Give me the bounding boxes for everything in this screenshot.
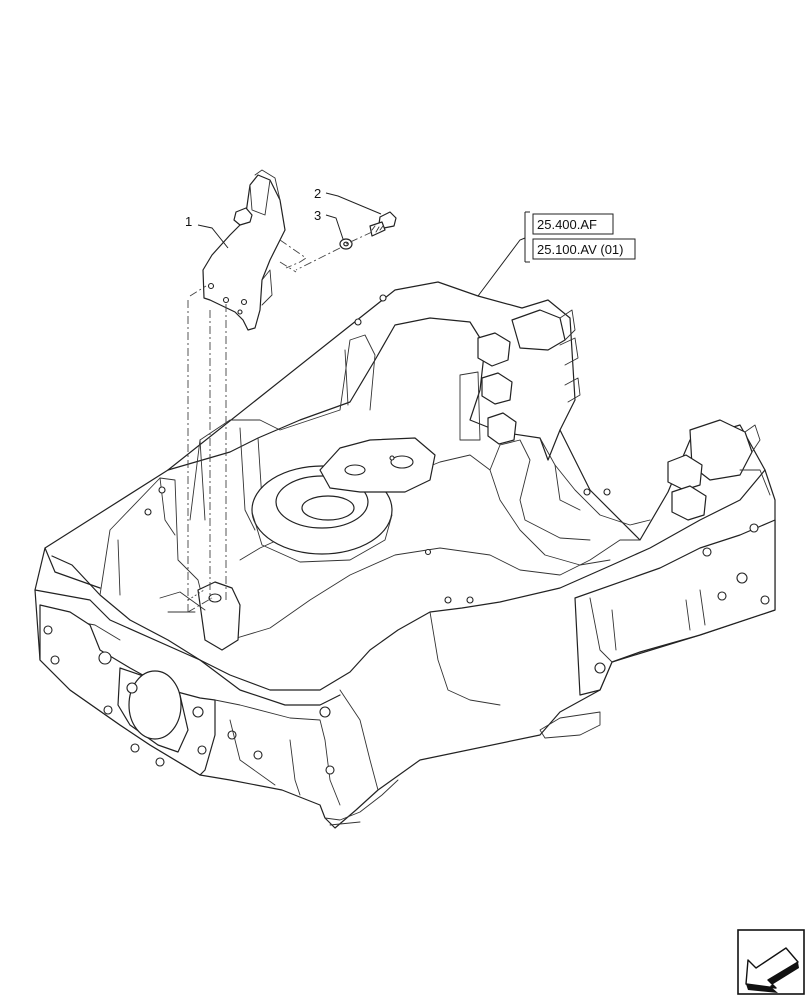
callout-3: 3	[314, 208, 321, 223]
view-direction-arrow-icon	[737, 929, 805, 995]
rear-upper-boss	[319, 437, 436, 493]
reference-label: 25.400.AF	[537, 217, 597, 232]
right-side-face	[444, 519, 776, 739]
leader-lines	[197, 192, 530, 297]
reference-label: 25.100.AV (01)	[537, 242, 623, 257]
callout-2: 2	[314, 186, 321, 201]
right-bolts	[583, 419, 771, 521]
bracket-part-1	[202, 169, 286, 331]
reference-25-400-af[interactable]: 25.400.AF	[532, 213, 614, 235]
bracket-mount-pad	[144, 486, 432, 651]
rear-bolts	[354, 294, 581, 445]
front-support-frame	[34, 281, 776, 829]
callout-1: 1	[185, 214, 192, 229]
reference-25-100-av[interactable]: 25.100.AV (01)	[532, 238, 636, 260]
assembly-lines	[187, 231, 373, 613]
screw-part-2	[369, 211, 397, 237]
front-plate	[39, 604, 263, 776]
